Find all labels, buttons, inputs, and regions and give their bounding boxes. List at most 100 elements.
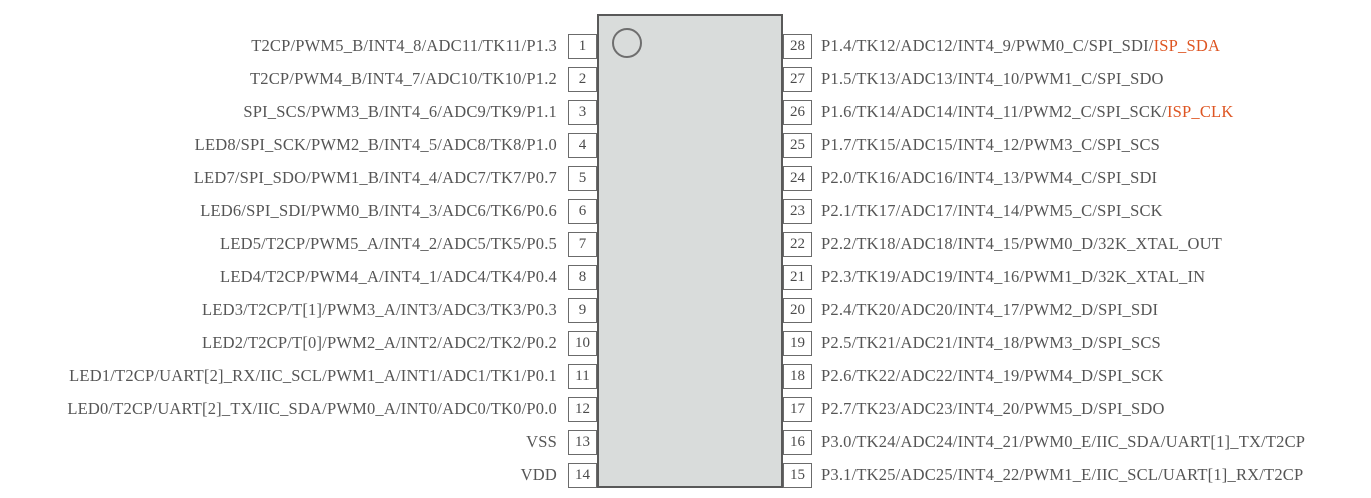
pin-function-text: LED4/T2CP/PWM4_A/INT4_1/ADC4/TK4/P0.4 [220, 267, 557, 286]
pin-row: 27 P1.5/TK13/ADC13/INT4_10/PWM1_C/SPI_SDO [783, 66, 1371, 92]
pin-number-3[interactable]: 3 [568, 99, 597, 125]
pin-function-text: P2.3/TK19/ADC19/INT4_16/PWM1_D/32K_XTAL_… [821, 267, 1206, 286]
pin-number-14[interactable]: 14 [568, 462, 597, 488]
pin-number-20[interactable]: 20 [783, 297, 812, 323]
pin-number-13[interactable]: 13 [568, 429, 597, 455]
pin-number-2[interactable]: 2 [568, 66, 597, 92]
pin-label-12: LED0/T2CP/UART[2]_TX/IIC_SDA/PWM0_A/INT0… [67, 399, 557, 419]
pin-label-15: P3.1/TK25/ADC25/INT4_22/PWM1_E/IIC_SCL/U… [821, 465, 1303, 485]
pin-label-7: LED5/T2CP/PWM5_A/INT4_2/ADC5/TK5/P0.5 [220, 234, 557, 254]
pin-number-1[interactable]: 1 [568, 33, 597, 59]
pin-row: 18 P2.6/TK22/ADC22/INT4_19/PWM4_D/SPI_SCK [783, 363, 1371, 389]
pin-row: 23 P2.1/TK17/ADC17/INT4_14/PWM5_C/SPI_SCK [783, 198, 1371, 224]
pin-number-12[interactable]: 12 [568, 396, 597, 422]
pin-label-5: LED7/SPI_SDO/PWM1_B/INT4_4/ADC7/TK7/P0.7 [194, 168, 557, 188]
pin-label-8: LED4/T2CP/PWM4_A/INT4_1/ADC4/TK4/P0.4 [220, 267, 557, 287]
pin-number-17[interactable]: 17 [783, 396, 812, 422]
pin-number-22[interactable]: 22 [783, 231, 812, 257]
pin-number-23[interactable]: 23 [783, 198, 812, 224]
pin-function-text: P2.2/TK18/ADC18/INT4_15/PWM0_D/32K_XTAL_… [821, 234, 1222, 253]
pin-row: 17 P2.7/TK23/ADC23/INT4_20/PWM5_D/SPI_SDO [783, 396, 1371, 422]
isp-function-text: ISP_SDA [1153, 36, 1221, 55]
pin-number-5[interactable]: 5 [568, 165, 597, 191]
pin-number-16[interactable]: 16 [783, 429, 812, 455]
pin-function-text: P2.7/TK23/ADC23/INT4_20/PWM5_D/SPI_SDO [821, 399, 1165, 418]
pin-label-23: P2.1/TK17/ADC17/INT4_14/PWM5_C/SPI_SCK [821, 201, 1163, 221]
pin-number-24[interactable]: 24 [783, 165, 812, 191]
pin-function-text: P2.5/TK21/ADC21/INT4_18/PWM3_D/SPI_SCS [821, 333, 1161, 352]
pin-label-28: P1.4/TK12/ADC12/INT4_9/PWM0_C/SPI_SDI/IS… [821, 36, 1220, 56]
chip-package-body [597, 14, 783, 488]
pin-function-text: P2.6/TK22/ADC22/INT4_19/PWM4_D/SPI_SCK [821, 366, 1164, 385]
pin-row: VDD 14 [0, 462, 597, 488]
pin-label-14: VDD [521, 465, 557, 485]
pin-number-28[interactable]: 28 [783, 33, 812, 59]
pin-number-10[interactable]: 10 [568, 330, 597, 356]
pin-label-6: LED6/SPI_SDI/PWM0_B/INT4_3/ADC6/TK6/P0.6 [200, 201, 557, 221]
pin-function-text: LED2/T2CP/T[0]/PWM2_A/INT2/ADC2/TK2/P0.2 [202, 333, 557, 352]
pin-row: LED5/T2CP/PWM5_A/INT4_2/ADC5/TK5/P0.5 7 [0, 231, 597, 257]
pin-row: LED7/SPI_SDO/PWM1_B/INT4_4/ADC7/TK7/P0.7… [0, 165, 597, 191]
pin-function-text: LED3/T2CP/T[1]/PWM3_A/INT3/ADC3/TK3/P0.3 [202, 300, 557, 319]
pin-function-text: T2CP/PWM5_B/INT4_8/ADC11/TK11/P1.3 [251, 36, 557, 55]
pin-label-21: P2.3/TK19/ADC19/INT4_16/PWM1_D/32K_XTAL_… [821, 267, 1205, 287]
pin-number-21[interactable]: 21 [783, 264, 812, 290]
pin-number-15[interactable]: 15 [783, 462, 812, 488]
pin-label-11: LED1/T2CP/UART[2]_RX/IIC_SCL/PWM1_A/INT1… [69, 366, 557, 386]
pin-row: LED6/SPI_SDI/PWM0_B/INT4_3/ADC6/TK6/P0.6… [0, 198, 597, 224]
pin-label-25: P1.7/TK15/ADC15/INT4_12/PWM3_C/SPI_SCS [821, 135, 1160, 155]
pin-function-text: LED7/SPI_SDO/PWM1_B/INT4_4/ADC7/TK7/P0.7 [193, 168, 557, 187]
isp-function-text: ISP_CLK [1166, 102, 1234, 121]
pin-function-text: LED6/SPI_SDI/PWM0_B/INT4_3/ADC6/TK6/P0.6 [200, 201, 557, 220]
pin-label-2: T2CP/PWM4_B/INT4_7/ADC10/TK10/P1.2 [250, 69, 557, 89]
pin-row: 21 P2.3/TK19/ADC19/INT4_16/PWM1_D/32K_XTA… [783, 264, 1371, 290]
pin-function-text: SPI_SCS/PWM3_B/INT4_6/ADC9/TK9/P1.1 [243, 102, 557, 121]
pin-row: T2CP/PWM5_B/INT4_8/ADC11/TK11/P1.3 1 [0, 33, 597, 59]
pin-number-19[interactable]: 19 [783, 330, 812, 356]
pin-row: LED1/T2CP/UART[2]_RX/IIC_SCL/PWM1_A/INT1… [0, 363, 597, 389]
pin-label-13: VSS [526, 432, 557, 452]
pin-function-text: P3.1/TK25/ADC25/INT4_22/PWM1_E/IIC_SCL/U… [821, 465, 1304, 484]
pin-number-4[interactable]: 4 [568, 132, 597, 158]
pin-row: 22 P2.2/TK18/ADC18/INT4_15/PWM0_D/32K_XTA… [783, 231, 1371, 257]
pin-label-27: P1.5/TK13/ADC13/INT4_10/PWM1_C/SPI_SDO [821, 69, 1164, 89]
pin-row: 26 P1.6/TK14/ADC14/INT4_11/PWM2_C/SPI_SCK… [783, 99, 1371, 125]
pin-label-16: P3.0/TK24/ADC24/INT4_21/PWM0_E/IIC_SDA/U… [821, 432, 1305, 452]
pin-function-text: LED0/T2CP/UART[2]_TX/IIC_SDA/PWM0_A/INT0… [67, 399, 557, 418]
pin-function-text: P1.6/TK14/ADC14/INT4_11/PWM2_C/SPI_SCK/ [821, 102, 1167, 121]
pin-label-20: P2.4/TK20/ADC20/INT4_17/PWM2_D/SPI_SDI [821, 300, 1158, 320]
pin-function-text: LED1/T2CP/UART[2]_RX/IIC_SCL/PWM1_A/INT1… [69, 366, 557, 385]
pin-function-text: LED8/SPI_SCK/PWM2_B/INT4_5/ADC8/TK8/P1.0 [194, 135, 557, 154]
pin1-marker-circle-icon [612, 28, 642, 58]
pin-row: 15 P3.1/TK25/ADC25/INT4_22/PWM1_E/IIC_SCL… [783, 462, 1371, 488]
pin-number-25[interactable]: 25 [783, 132, 812, 158]
pin-function-text: P2.4/TK20/ADC20/INT4_17/PWM2_D/SPI_SDI [821, 300, 1159, 319]
pin-number-9[interactable]: 9 [568, 297, 597, 323]
pin-number-6[interactable]: 6 [568, 198, 597, 224]
pin-row: VSS 13 [0, 429, 597, 455]
pin-function-text: P3.0/TK24/ADC24/INT4_21/PWM0_E/IIC_SDA/U… [821, 432, 1306, 451]
pin-label-4: LED8/SPI_SCK/PWM2_B/INT4_5/ADC8/TK8/P1.0 [195, 135, 557, 155]
pin-number-18[interactable]: 18 [783, 363, 812, 389]
pin-label-3: SPI_SCS/PWM3_B/INT4_6/ADC9/TK9/P1.1 [243, 102, 557, 122]
pin-row: 25 P1.7/TK15/ADC15/INT4_12/PWM3_C/SPI_SCS [783, 132, 1371, 158]
pin-number-7[interactable]: 7 [568, 231, 597, 257]
pin-label-18: P2.6/TK22/ADC22/INT4_19/PWM4_D/SPI_SCK [821, 366, 1164, 386]
pin-number-8[interactable]: 8 [568, 264, 597, 290]
pin-number-11[interactable]: 11 [568, 363, 597, 389]
pin-row: LED3/T2CP/T[1]/PWM3_A/INT3/ADC3/TK3/P0.3… [0, 297, 597, 323]
pin-number-26[interactable]: 26 [783, 99, 812, 125]
pin-row: LED8/SPI_SCK/PWM2_B/INT4_5/ADC8/TK8/P1.0… [0, 132, 597, 158]
pin-row: LED0/T2CP/UART[2]_TX/IIC_SDA/PWM0_A/INT0… [0, 396, 597, 422]
pin-function-text: LED5/T2CP/PWM5_A/INT4_2/ADC5/TK5/P0.5 [220, 234, 557, 253]
pin-function-text: P1.4/TK12/ADC12/INT4_9/PWM0_C/SPI_SDI/ [821, 36, 1154, 55]
pin-function-text: T2CP/PWM4_B/INT4_7/ADC10/TK10/P1.2 [249, 69, 557, 88]
pin-number-27[interactable]: 27 [783, 66, 812, 92]
pin-label-26: P1.6/TK14/ADC14/INT4_11/PWM2_C/SPI_SCK/I… [821, 102, 1233, 122]
pin-row: 16 P3.0/TK24/ADC24/INT4_21/PWM0_E/IIC_SDA… [783, 429, 1371, 455]
pin-function-text: P1.5/TK13/ADC13/INT4_10/PWM1_C/SPI_SDO [821, 69, 1164, 88]
pin-label-9: LED3/T2CP/T[1]/PWM3_A/INT3/ADC3/TK3/P0.3 [202, 300, 557, 320]
pin-label-22: P2.2/TK18/ADC18/INT4_15/PWM0_D/32K_XTAL_… [821, 234, 1222, 254]
pin-label-19: P2.5/TK21/ADC21/INT4_18/PWM3_D/SPI_SCS [821, 333, 1161, 353]
